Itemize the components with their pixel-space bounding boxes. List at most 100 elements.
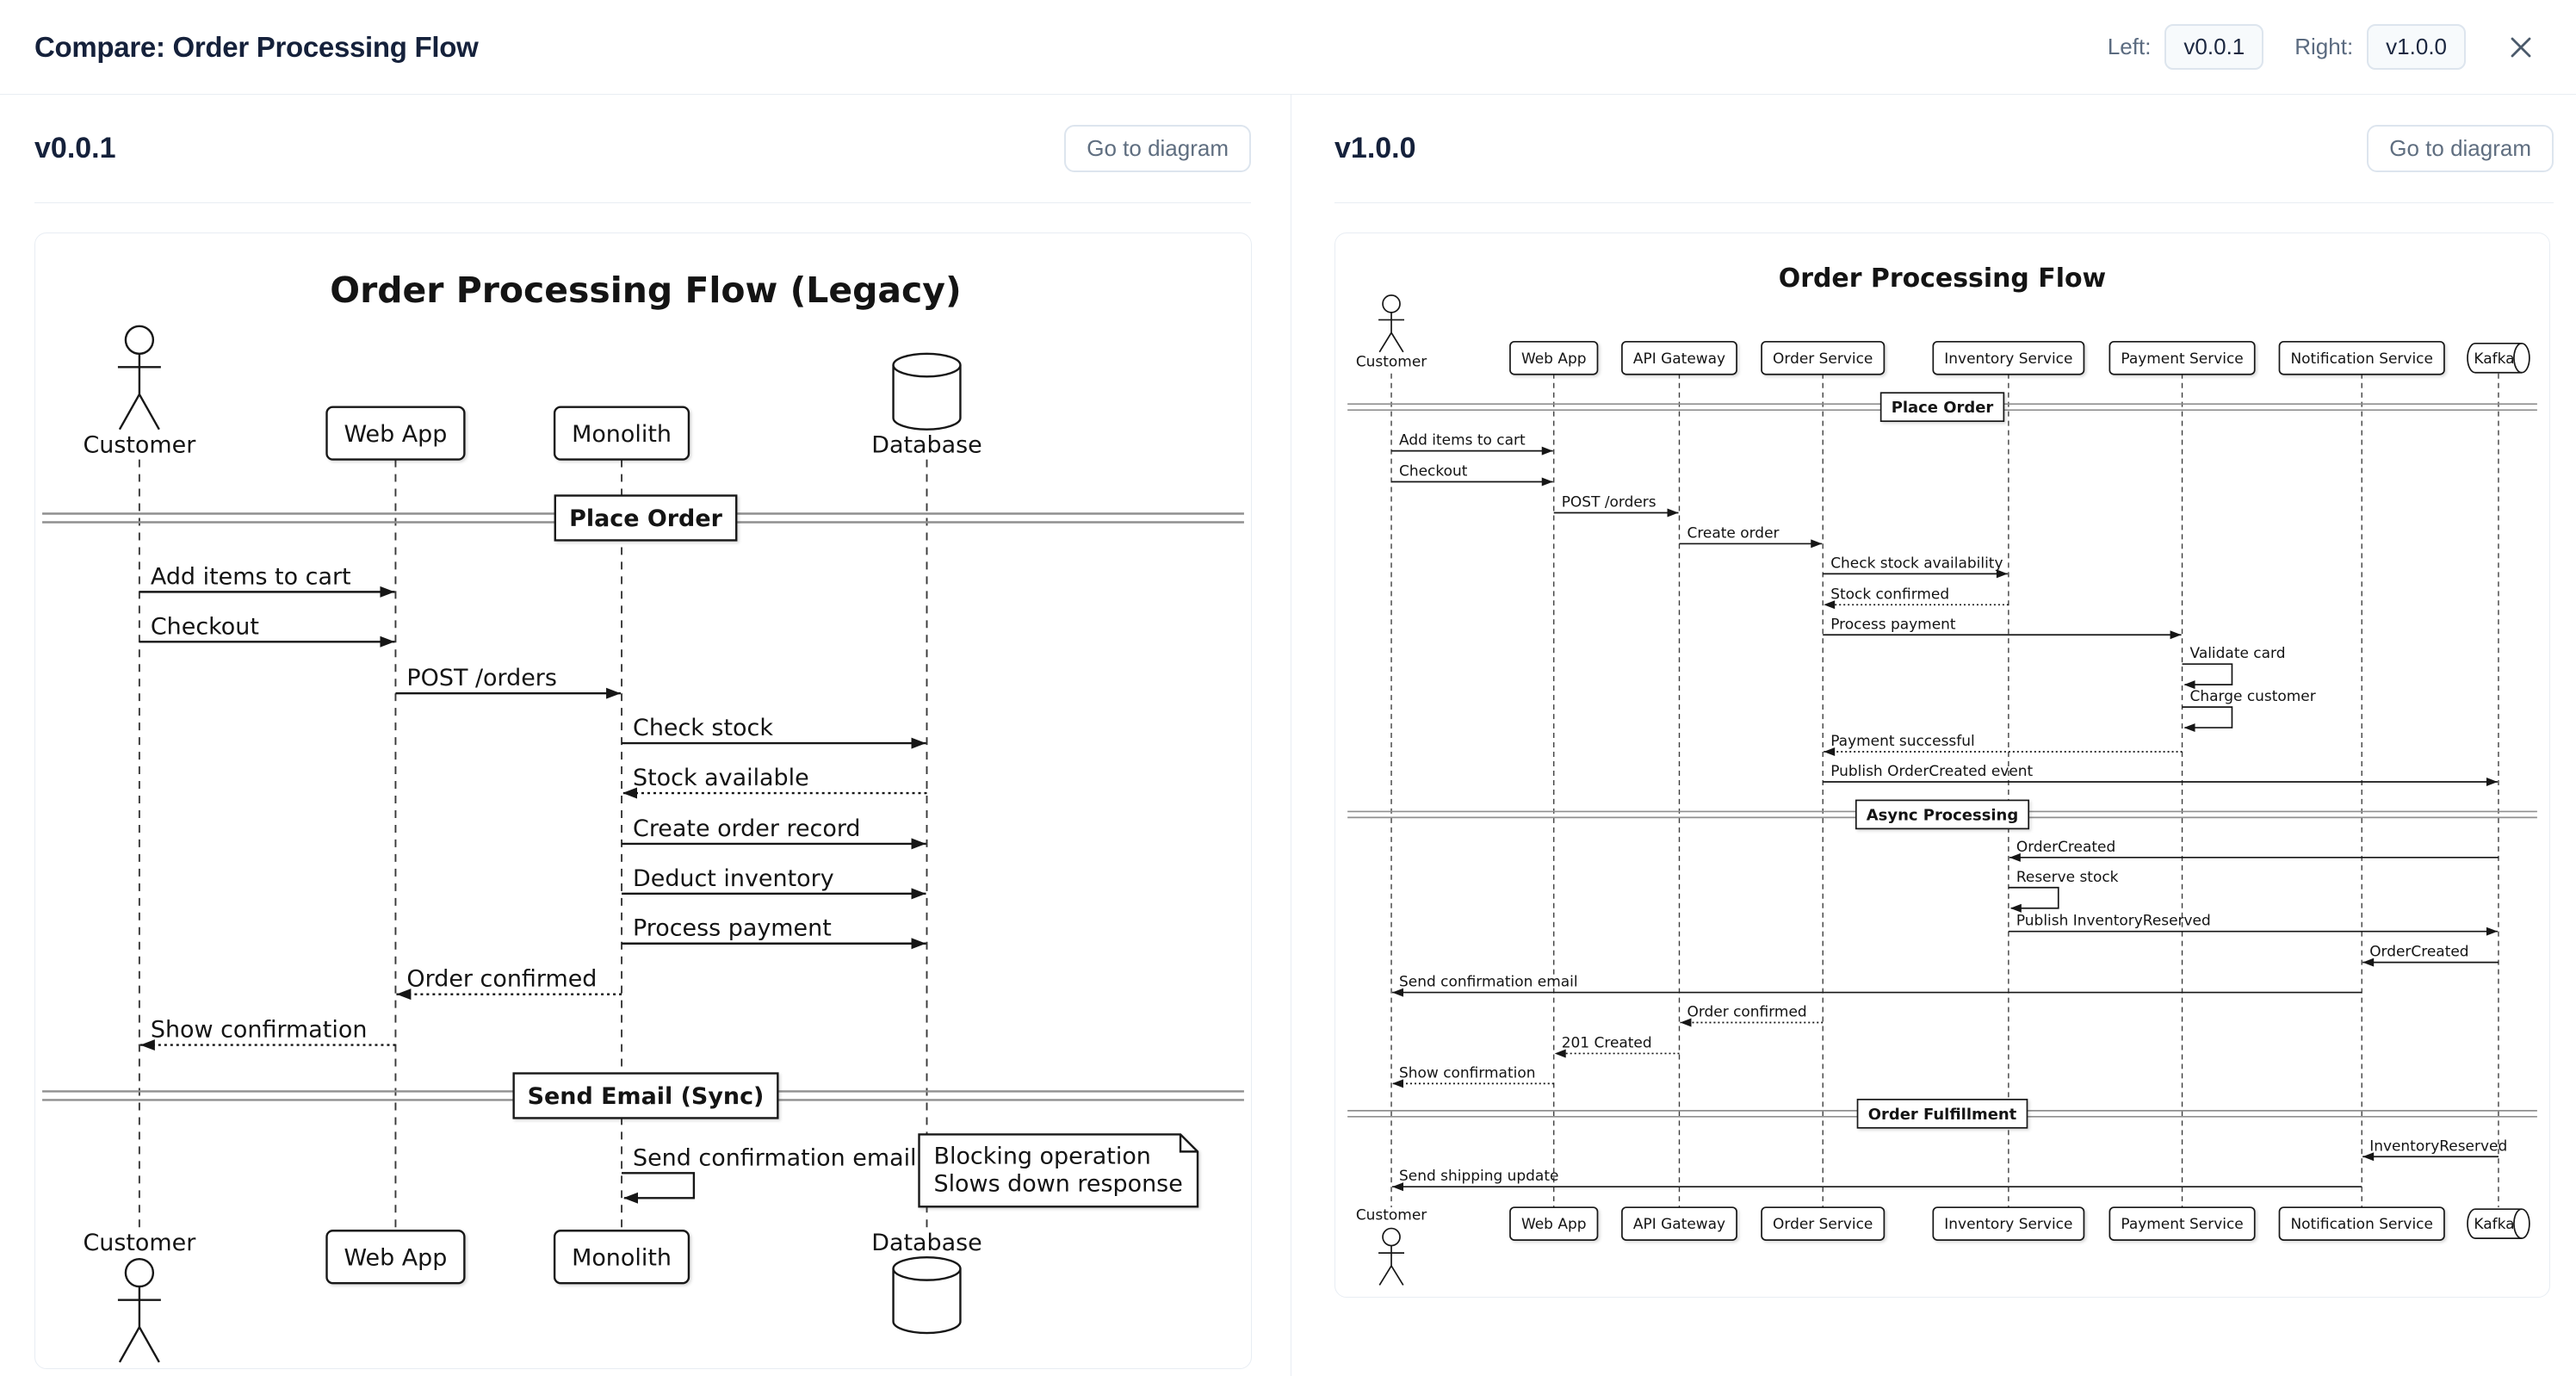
- message-label: Send confirmation email: [1399, 974, 1578, 991]
- arrowhead: [911, 838, 926, 850]
- participant-label: Inventory Service: [1944, 350, 2072, 368]
- diagram-title: Order Processing Flow (Legacy): [330, 270, 961, 311]
- message-label: Checkout: [1399, 463, 1468, 480]
- participant-label: Order Service: [1773, 350, 1873, 368]
- message: Create order record: [622, 815, 926, 850]
- arrowhead: [2009, 903, 2022, 913]
- participant-customer: Customer: [1356, 1207, 1427, 1286]
- message: Deduct inventory: [622, 865, 926, 900]
- participant-payment-service: Payment Service: [2108, 340, 2256, 375]
- message: Create order: [1679, 524, 1823, 549]
- arrowhead: [2009, 852, 2021, 862]
- message-label: Validate card: [2190, 645, 2286, 662]
- message: 201 Created: [1554, 1034, 1680, 1058]
- message-label: 201 Created: [1562, 1034, 1652, 1051]
- arrowhead: [1541, 477, 1553, 487]
- version-controls: Left: v0.0.1 Right: v1.0.0: [2108, 24, 2538, 70]
- right-panel-version: v1.0.0: [1334, 132, 1416, 164]
- participant-payment-service: Payment Service: [2108, 1206, 2256, 1241]
- arrowhead: [139, 1039, 155, 1051]
- arrowhead: [1824, 747, 1836, 757]
- right-version-badge[interactable]: v1.0.0: [2367, 24, 2466, 70]
- message-label: Publish OrderCreated event: [1830, 763, 2033, 780]
- participant-kafka: Kafka: [2467, 1208, 2530, 1239]
- message: Publish OrderCreated event: [1823, 763, 2498, 786]
- message: Process payment: [622, 915, 926, 950]
- message-label: OrderCreated: [2016, 839, 2115, 856]
- self-message-line: [2008, 886, 2059, 909]
- message-label: Charge customer: [2190, 688, 2316, 705]
- participant-monolith: Monolith: [553, 406, 690, 461]
- arrowhead: [2183, 680, 2195, 690]
- message-label: Send confirmation email: [633, 1144, 917, 1171]
- arrowhead: [380, 635, 395, 648]
- message-label: Send shipping update: [1399, 1168, 1558, 1185]
- arrowhead: [2486, 777, 2498, 786]
- participant-web-app: Web App: [1509, 340, 1599, 375]
- message: Validate card: [2182, 645, 2286, 690]
- message: Send confirmation email: [1392, 974, 2362, 997]
- message-label: Process payment: [633, 915, 832, 942]
- section-divider: Send Email (Sync): [42, 1072, 1244, 1119]
- arrowhead: [2362, 1152, 2375, 1162]
- close-button[interactable]: [2504, 30, 2538, 65]
- arrowhead: [2486, 927, 2498, 936]
- participant-label: Kafka: [2474, 350, 2514, 368]
- right-panel-header: v1.0.0 Go to diagram: [1334, 95, 2554, 202]
- arrowhead: [1667, 508, 1679, 518]
- left-version-badge[interactable]: v0.0.1: [2164, 24, 2264, 70]
- left-version-label: Left:: [2107, 34, 2152, 59]
- participant-label: Monolith: [572, 421, 672, 448]
- arrowhead: [380, 586, 395, 598]
- left-panel-header: v0.0.1 Go to diagram: [34, 95, 1251, 202]
- message: OrderCreated: [2009, 839, 2499, 862]
- modal-header: Compare: Order Processing Flow Left: v0.…: [0, 0, 2576, 95]
- arrowhead: [1680, 1018, 1692, 1027]
- arrowhead: [1392, 988, 1404, 997]
- message-label: Publish InventoryReserved: [2016, 913, 2211, 930]
- message-label: Reserve stock: [2016, 869, 2119, 886]
- note-text: Slows down response: [933, 1170, 1182, 1197]
- message: Order confirmed: [396, 966, 622, 1001]
- participant-label: Web App: [1521, 1216, 1587, 1233]
- arrowhead: [911, 888, 926, 900]
- self-message-line: [622, 1172, 696, 1199]
- message: Stock confirmed: [1824, 586, 2009, 610]
- participant-label: Notification Service: [2290, 1216, 2432, 1233]
- message: Charge customer: [2182, 688, 2316, 733]
- message: Payment successful: [1824, 733, 2183, 757]
- message: Checkout: [1391, 463, 1553, 487]
- arrowhead: [911, 737, 926, 749]
- participant-label: Kafka: [2474, 1216, 2514, 1233]
- right-go-to-diagram-button[interactable]: Go to diagram: [2367, 125, 2554, 172]
- message: Reserve stock: [2008, 869, 2119, 913]
- section-label-box: [512, 1072, 779, 1119]
- message: OrderCreated: [2362, 944, 2499, 967]
- message: Order confirmed: [1680, 1004, 1824, 1027]
- message: Checkout: [139, 613, 395, 648]
- section-label-box: [1879, 392, 2005, 422]
- participant-order-service: Order Service: [1761, 340, 1886, 375]
- participant-label: Customer: [83, 1230, 196, 1256]
- section-label: Place Order: [569, 505, 723, 532]
- message-label: Add items to cart: [151, 563, 351, 590]
- section-divider: Place Order: [1347, 392, 2537, 422]
- participant-api-gateway: API Gateway: [1621, 340, 1737, 375]
- close-icon: [2511, 37, 2531, 57]
- arrowhead: [2183, 723, 2195, 733]
- left-panel-version: v0.0.1: [34, 132, 116, 164]
- message: Check stock availability: [1823, 555, 2008, 579]
- note-text: Blocking operation: [933, 1143, 1150, 1169]
- arrowhead: [622, 787, 638, 799]
- left-go-to-diagram-button[interactable]: Go to diagram: [1064, 125, 1251, 172]
- message-label: Check stock: [633, 715, 773, 741]
- message-label: Stock confirmed: [1830, 586, 1949, 603]
- message-label: Order confirmed: [1687, 1004, 1806, 1021]
- participant-label: Web App: [1521, 350, 1587, 368]
- participant-label: Monolith: [572, 1244, 672, 1271]
- participant-inventory-service: Inventory Service: [1932, 1206, 2085, 1241]
- message: Check stock: [622, 715, 926, 749]
- message: Send confirmation email: [622, 1144, 917, 1204]
